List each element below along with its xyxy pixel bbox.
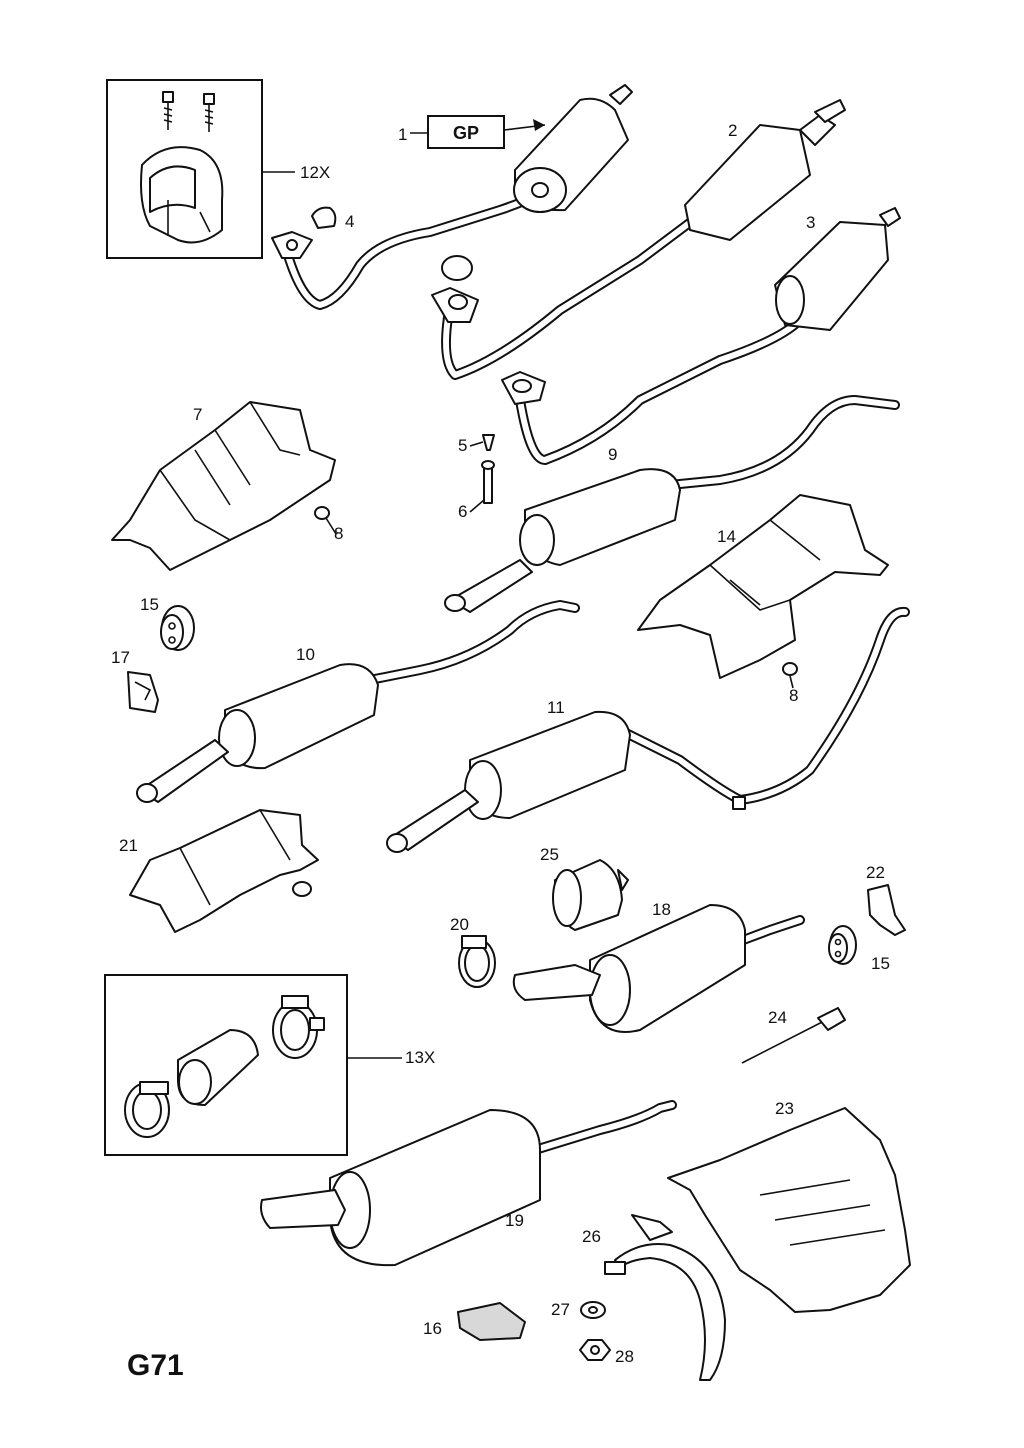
- label-17: 17: [111, 648, 130, 667]
- label-6: 6: [458, 502, 467, 521]
- part-5-6-fasteners: [481, 434, 495, 504]
- label-15a: 15: [140, 595, 159, 614]
- label-12x: 12X: [300, 163, 330, 182]
- label-8b: 8: [789, 686, 798, 705]
- part-labels: 1 2 3 4 5 6 7 8 8 9 10 11 12X 13X 14 15 …: [111, 121, 890, 1366]
- part-9-rear-muffler: [444, 395, 900, 613]
- part-22-hanger: [867, 884, 906, 936]
- part-18-rear-muffler: [512, 904, 805, 1033]
- label-28: 28: [615, 1347, 634, 1366]
- part-25-rubber-block: [552, 859, 629, 931]
- part-7-heat-shield: [111, 401, 336, 571]
- label-10: 10: [296, 645, 315, 664]
- label-3: 3: [806, 213, 815, 232]
- label-5: 5: [458, 436, 467, 455]
- part-bolt: [162, 91, 215, 132]
- inset-box-13x: [104, 974, 402, 1156]
- part-26-strap-clamp: [604, 1214, 726, 1381]
- part-15-rubber-mount: [160, 605, 195, 651]
- part-19-rear-muffler: [260, 1100, 677, 1267]
- label-8a: 8: [334, 524, 343, 543]
- part-24-rivet: [741, 1007, 846, 1064]
- part-23-heat-shield: [667, 1107, 911, 1313]
- part-1-front-pipe: [271, 84, 633, 310]
- diagram-code: G71: [127, 1349, 184, 1382]
- part-28-nut: [579, 1339, 611, 1361]
- leader-lines: [325, 441, 794, 689]
- label-20: 20: [450, 915, 469, 934]
- label-25: 25: [540, 845, 559, 864]
- part-27-washer: [580, 1301, 606, 1319]
- label-14: 14: [717, 527, 736, 546]
- label-21: 21: [119, 836, 138, 855]
- label-18: 18: [652, 900, 671, 919]
- label-22: 22: [866, 863, 885, 882]
- part-15-rubber-mount-2: [828, 925, 857, 965]
- gp-callout: GP: [410, 115, 546, 149]
- part-21-heat-shield: [129, 809, 319, 933]
- label-13x: 13X: [405, 1048, 435, 1067]
- label-2: 2: [728, 121, 737, 140]
- part-8-nut: [314, 506, 798, 676]
- label-23: 23: [775, 1099, 794, 1118]
- label-27: 27: [551, 1300, 570, 1319]
- part-14-heat-shield: [637, 494, 889, 679]
- gp-label: GP: [453, 123, 479, 143]
- part-20-clamp: [458, 935, 496, 988]
- label-24: 24: [768, 1008, 787, 1027]
- label-26: 26: [582, 1227, 601, 1246]
- part-4-nut: [311, 206, 337, 229]
- label-7: 7: [193, 405, 202, 424]
- part-2-catalyst-pipe: [431, 99, 846, 380]
- part-11-rear-muffler: [386, 606, 910, 853]
- label-19: 19: [505, 1211, 524, 1230]
- part-17-clip: [127, 671, 159, 713]
- label-9: 9: [608, 445, 617, 464]
- inset-box-12x: [106, 79, 295, 259]
- label-15b: 15: [871, 954, 890, 973]
- part-16-bracket: [457, 1302, 526, 1341]
- part-3-front-muffler-pipe: [501, 207, 901, 465]
- label-1: 1: [398, 125, 407, 144]
- part-clamp-bracket: [140, 146, 224, 244]
- label-11: 11: [547, 698, 565, 717]
- label-16: 16: [423, 1319, 442, 1338]
- part-10-rear-muffler: [136, 600, 580, 803]
- label-4: 4: [345, 212, 354, 231]
